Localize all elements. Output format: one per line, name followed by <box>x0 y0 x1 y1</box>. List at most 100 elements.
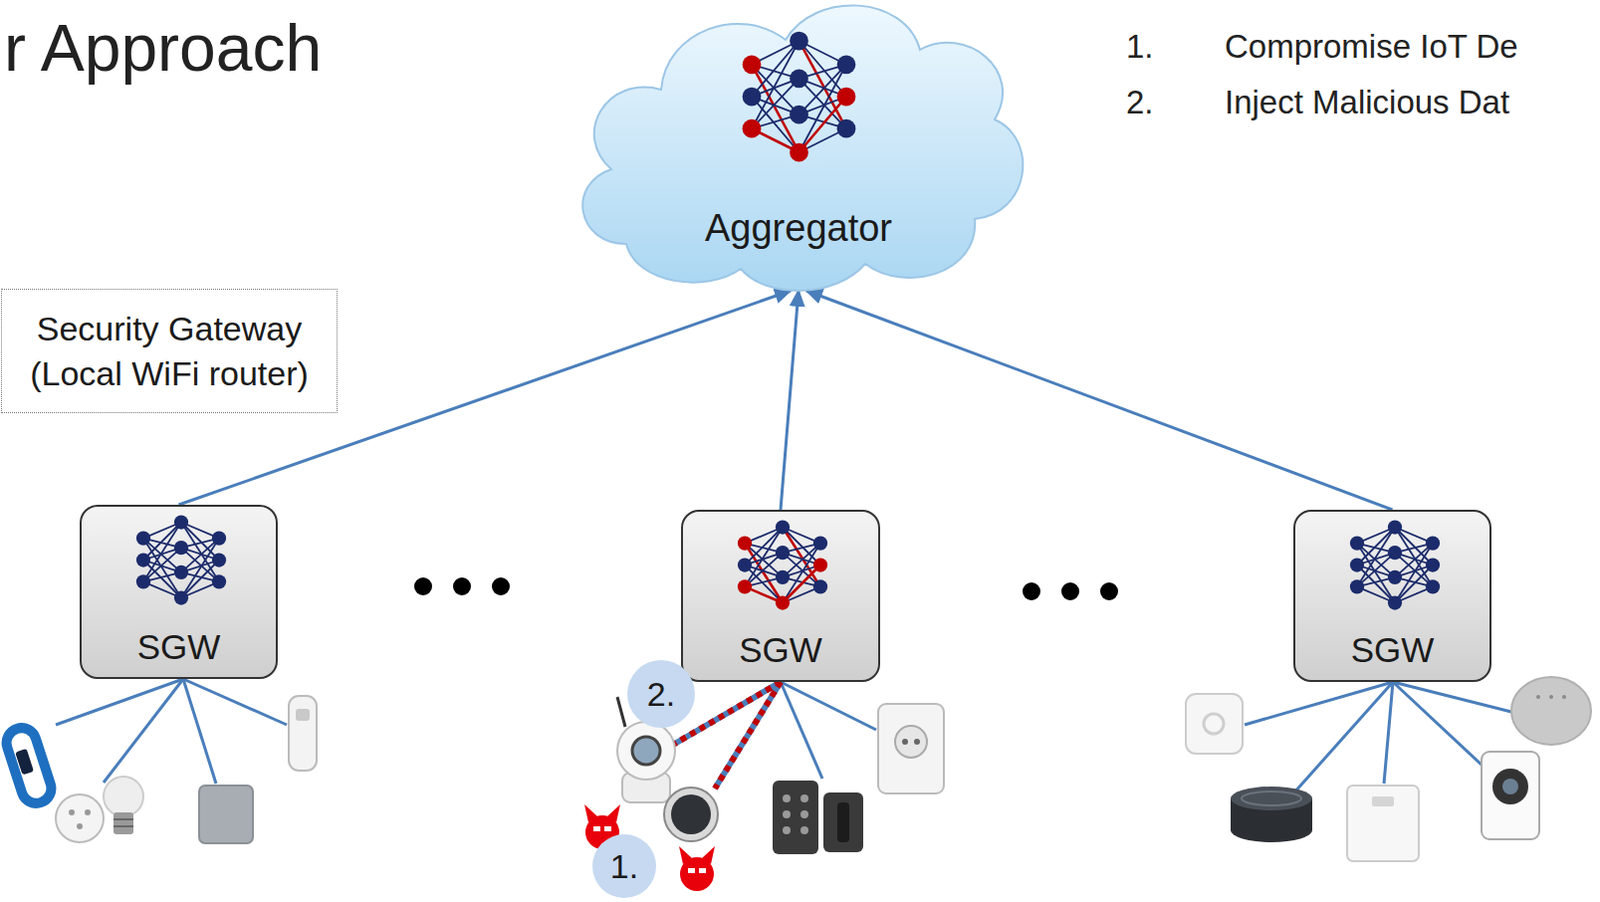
speaker-bottom <box>1230 818 1313 843</box>
network-neuron <box>737 557 752 572</box>
fitness-band <box>2 723 56 807</box>
device-link <box>1294 682 1393 793</box>
speaker-top <box>1230 786 1313 811</box>
network-icon <box>736 26 862 167</box>
network-icon <box>131 512 231 608</box>
callout-number: 2. <box>647 672 676 716</box>
network-neuron <box>173 565 188 580</box>
slide-title: r Approach <box>3 9 322 86</box>
camera-body <box>1481 751 1540 840</box>
gateway-box: SGW <box>1293 509 1492 683</box>
sensor-window <box>295 708 310 721</box>
sensor-body <box>288 695 317 771</box>
dot <box>1061 582 1080 601</box>
network-neuron <box>837 87 857 107</box>
list-item: Inject Malicious Dat <box>1224 83 1510 122</box>
network-neuron <box>789 105 809 125</box>
network-neuron <box>1386 545 1401 560</box>
lock-key <box>782 826 791 835</box>
network-neuron <box>742 87 762 107</box>
list-number: 2. <box>1126 83 1154 122</box>
network-neuron <box>173 540 188 555</box>
remote-button <box>76 823 83 830</box>
bridge-ring <box>1203 713 1224 734</box>
bridge-body <box>1185 693 1243 754</box>
smart-scale <box>1347 785 1419 862</box>
device-link <box>103 679 184 783</box>
dot <box>1100 582 1119 601</box>
network-neuron <box>737 536 752 551</box>
remote-button <box>68 809 75 816</box>
lock-key <box>782 794 791 803</box>
dot <box>1022 582 1041 601</box>
annotation-text: Security Gateway (Local WiFi router) <box>9 306 329 395</box>
smart-speaker-mini <box>1511 677 1592 745</box>
devil-eye <box>687 868 695 874</box>
devil-eye <box>604 826 612 832</box>
mini-dot <box>1536 694 1541 699</box>
network-neuron <box>837 119 857 139</box>
network-edge <box>143 547 182 582</box>
node-label: SGW <box>137 624 222 671</box>
network-neuron <box>737 579 752 594</box>
network-neuron <box>813 579 828 594</box>
lock-body <box>823 792 864 853</box>
network-neuron <box>1349 579 1364 594</box>
door-lock <box>772 780 864 855</box>
remote <box>55 794 104 843</box>
lock-handle <box>837 802 850 843</box>
bulb-base <box>113 812 134 835</box>
network-neuron <box>1386 595 1401 610</box>
devil-icon <box>679 846 715 892</box>
network-neuron <box>211 552 226 567</box>
network-neuron <box>135 574 150 589</box>
smart-plug <box>878 703 944 794</box>
network-neuron <box>211 574 226 589</box>
dot <box>453 577 471 596</box>
devil-eye <box>593 826 601 832</box>
device-link <box>1244 682 1393 725</box>
list-number: 1. <box>1126 27 1154 66</box>
lock-key <box>800 794 809 803</box>
thermostat-ring <box>664 787 718 842</box>
list-item: Compromise IoT De <box>1224 27 1519 66</box>
annotation-box: Security Gateway (Local WiFi router) <box>0 288 338 414</box>
plug-hole <box>902 738 909 745</box>
bulb-remote <box>55 776 144 843</box>
network-neuron <box>775 519 790 534</box>
band <box>2 723 56 807</box>
lock-keypad <box>772 780 819 855</box>
device-link <box>183 679 287 725</box>
plug-body <box>878 703 944 794</box>
plug-hole <box>914 738 920 745</box>
network-edge <box>744 552 783 587</box>
network-neuron <box>813 557 828 572</box>
network-neuron <box>1424 536 1439 551</box>
network-neuron <box>742 54 762 74</box>
band-screen <box>14 748 34 776</box>
camera-lens <box>1492 768 1529 805</box>
camera-lens <box>632 736 661 765</box>
hue-bridge <box>1185 693 1243 754</box>
network-neuron <box>1386 519 1401 534</box>
lock-key <box>800 826 809 835</box>
network-edge <box>1357 552 1395 587</box>
network-neuron <box>1349 536 1364 551</box>
devil-face <box>680 857 714 892</box>
mini-dot <box>1549 694 1554 699</box>
mini-body <box>1511 677 1592 745</box>
network-neuron <box>837 54 857 74</box>
callout-circle: 2. <box>627 660 695 728</box>
gateway-box: SGW <box>79 504 278 680</box>
cube-camera <box>1481 751 1540 840</box>
speaker-ring <box>1241 791 1302 806</box>
cloud-outline <box>582 4 1023 290</box>
dot <box>414 577 433 596</box>
network-neuron <box>775 595 790 610</box>
node-label: Aggregator <box>704 204 893 253</box>
network-icon <box>732 517 833 613</box>
device-links <box>55 679 1516 793</box>
network-neuron <box>742 119 762 139</box>
hub-device <box>199 785 253 844</box>
smart-speaker <box>1230 786 1313 843</box>
